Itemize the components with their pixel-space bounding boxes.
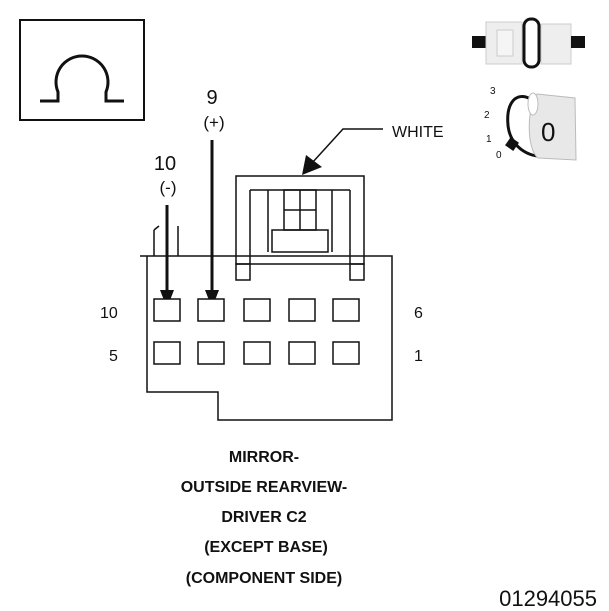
row-label-bottom-left: 5 [109, 348, 118, 365]
connector-locking-tab [235, 175, 365, 281]
cavity-grid [153, 298, 360, 365]
cavity-3 [243, 341, 271, 365]
row-label-top-left: 10 [100, 305, 118, 322]
caption: MIRROR- OUTSIDE REARVIEW- DRIVER C2 (EXC… [181, 449, 348, 587]
probe-10-pin: 10 [154, 153, 176, 175]
caption-line-2: OUTSIDE REARVIEW- [181, 479, 348, 496]
connector-color-leader [302, 128, 383, 175]
connector-color-label: WHITE [392, 124, 444, 141]
figure-id: 01294055 [499, 586, 597, 611]
cavity-10 [153, 298, 181, 322]
caption-line-3: DRIVER C2 [221, 509, 306, 526]
row-label-bottom-right: 1 [414, 348, 423, 365]
ignition-position-3: 3 [490, 86, 496, 97]
cavity-1 [332, 341, 360, 365]
connector-plug-icon [472, 17, 585, 69]
caption-line-4: (EXCEPT BASE) [204, 539, 328, 556]
ignition-key-icon: 3 2 1 0 0 [484, 86, 577, 161]
connector-body [140, 225, 393, 421]
cavity-2 [288, 341, 316, 365]
ignition-position-2: 2 [484, 110, 490, 121]
probe-9-arrow [205, 140, 219, 308]
ohm-symbol [19, 19, 145, 121]
cavity-9 [197, 298, 225, 322]
caption-line-5: (COMPONENT SIDE) [186, 570, 342, 587]
cavity-4 [197, 341, 225, 365]
cavity-7 [288, 298, 316, 322]
row-label-top-right: 6 [414, 305, 423, 322]
probe-9-pin: 9 [206, 87, 217, 109]
probe-10-polarity: (-) [160, 178, 177, 197]
cavity-8 [243, 298, 271, 322]
cavity-5 [153, 341, 181, 365]
ignition-current-position: 0 [541, 117, 555, 147]
cavity-6 [332, 298, 360, 322]
ignition-position-1: 1 [486, 134, 492, 145]
caption-line-1: MIRROR- [229, 449, 299, 466]
probe-9-polarity: (+) [203, 113, 224, 132]
ignition-position-0: 0 [496, 150, 502, 161]
